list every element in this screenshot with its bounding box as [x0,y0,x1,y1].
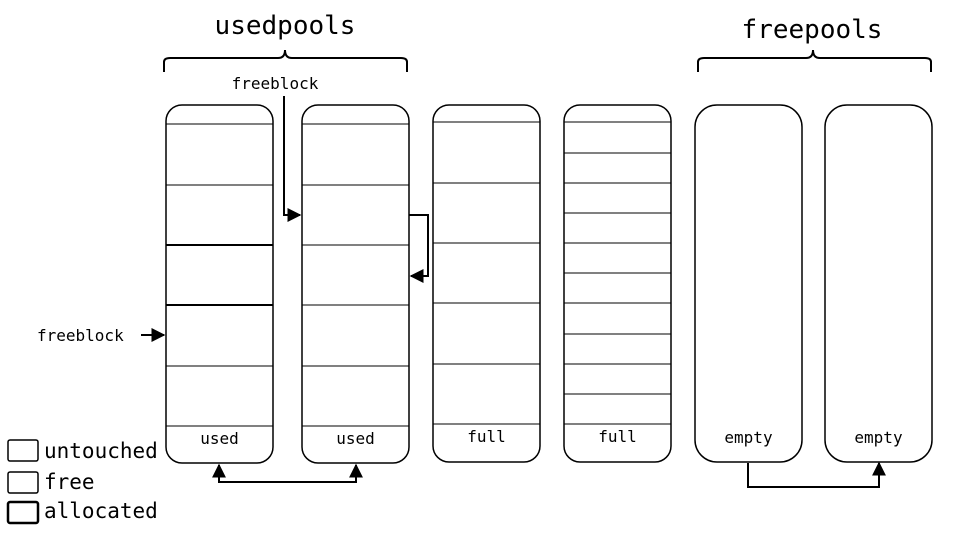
pool-status-label: full [598,427,637,446]
usedpools-link-arrow [212,463,363,483]
usedpools-brace [163,49,408,72]
legend-swatch-allocated [6,500,40,525]
freepools-brace [697,49,932,72]
pool-used-1: used [165,104,274,464]
freelist-link-arrow [409,214,429,283]
pool-outline [301,104,410,464]
pool-empty-1: empty [694,104,803,463]
legend-label-untouched: untouched [44,439,158,463]
legend-swatch-untouched [7,439,39,462]
pool-status-label: empty [854,428,903,447]
legend: untouched free allocated [6,439,158,525]
pool-outline [694,104,803,463]
pool-status-label: used [336,429,375,448]
pool-empty-2: empty [824,104,933,463]
pool-status-label: used [200,429,239,448]
legend-label-free: free [44,470,95,494]
pool-full-1: full [432,104,541,463]
legend-label-allocated: allocated [44,499,158,523]
pool-status-label: empty [724,428,773,447]
pool-outline [563,104,672,463]
freeblock-left-label: freeblock [37,326,124,345]
pool-outline [824,104,933,463]
pool-used-2: used [301,104,410,464]
legend-swatch-free [7,471,39,494]
freepools-link-arrow [747,461,886,488]
pool-outline [165,104,274,464]
freeblock-top-arrow [283,96,302,222]
freepools-title: freepools [742,15,883,45]
pool-status-label: full [467,427,506,446]
freeblock-top-label: freeblock [232,74,319,93]
usedpools-title: usedpools [215,11,356,41]
pool-full-2: full [563,104,672,463]
pool-outline [432,104,541,463]
